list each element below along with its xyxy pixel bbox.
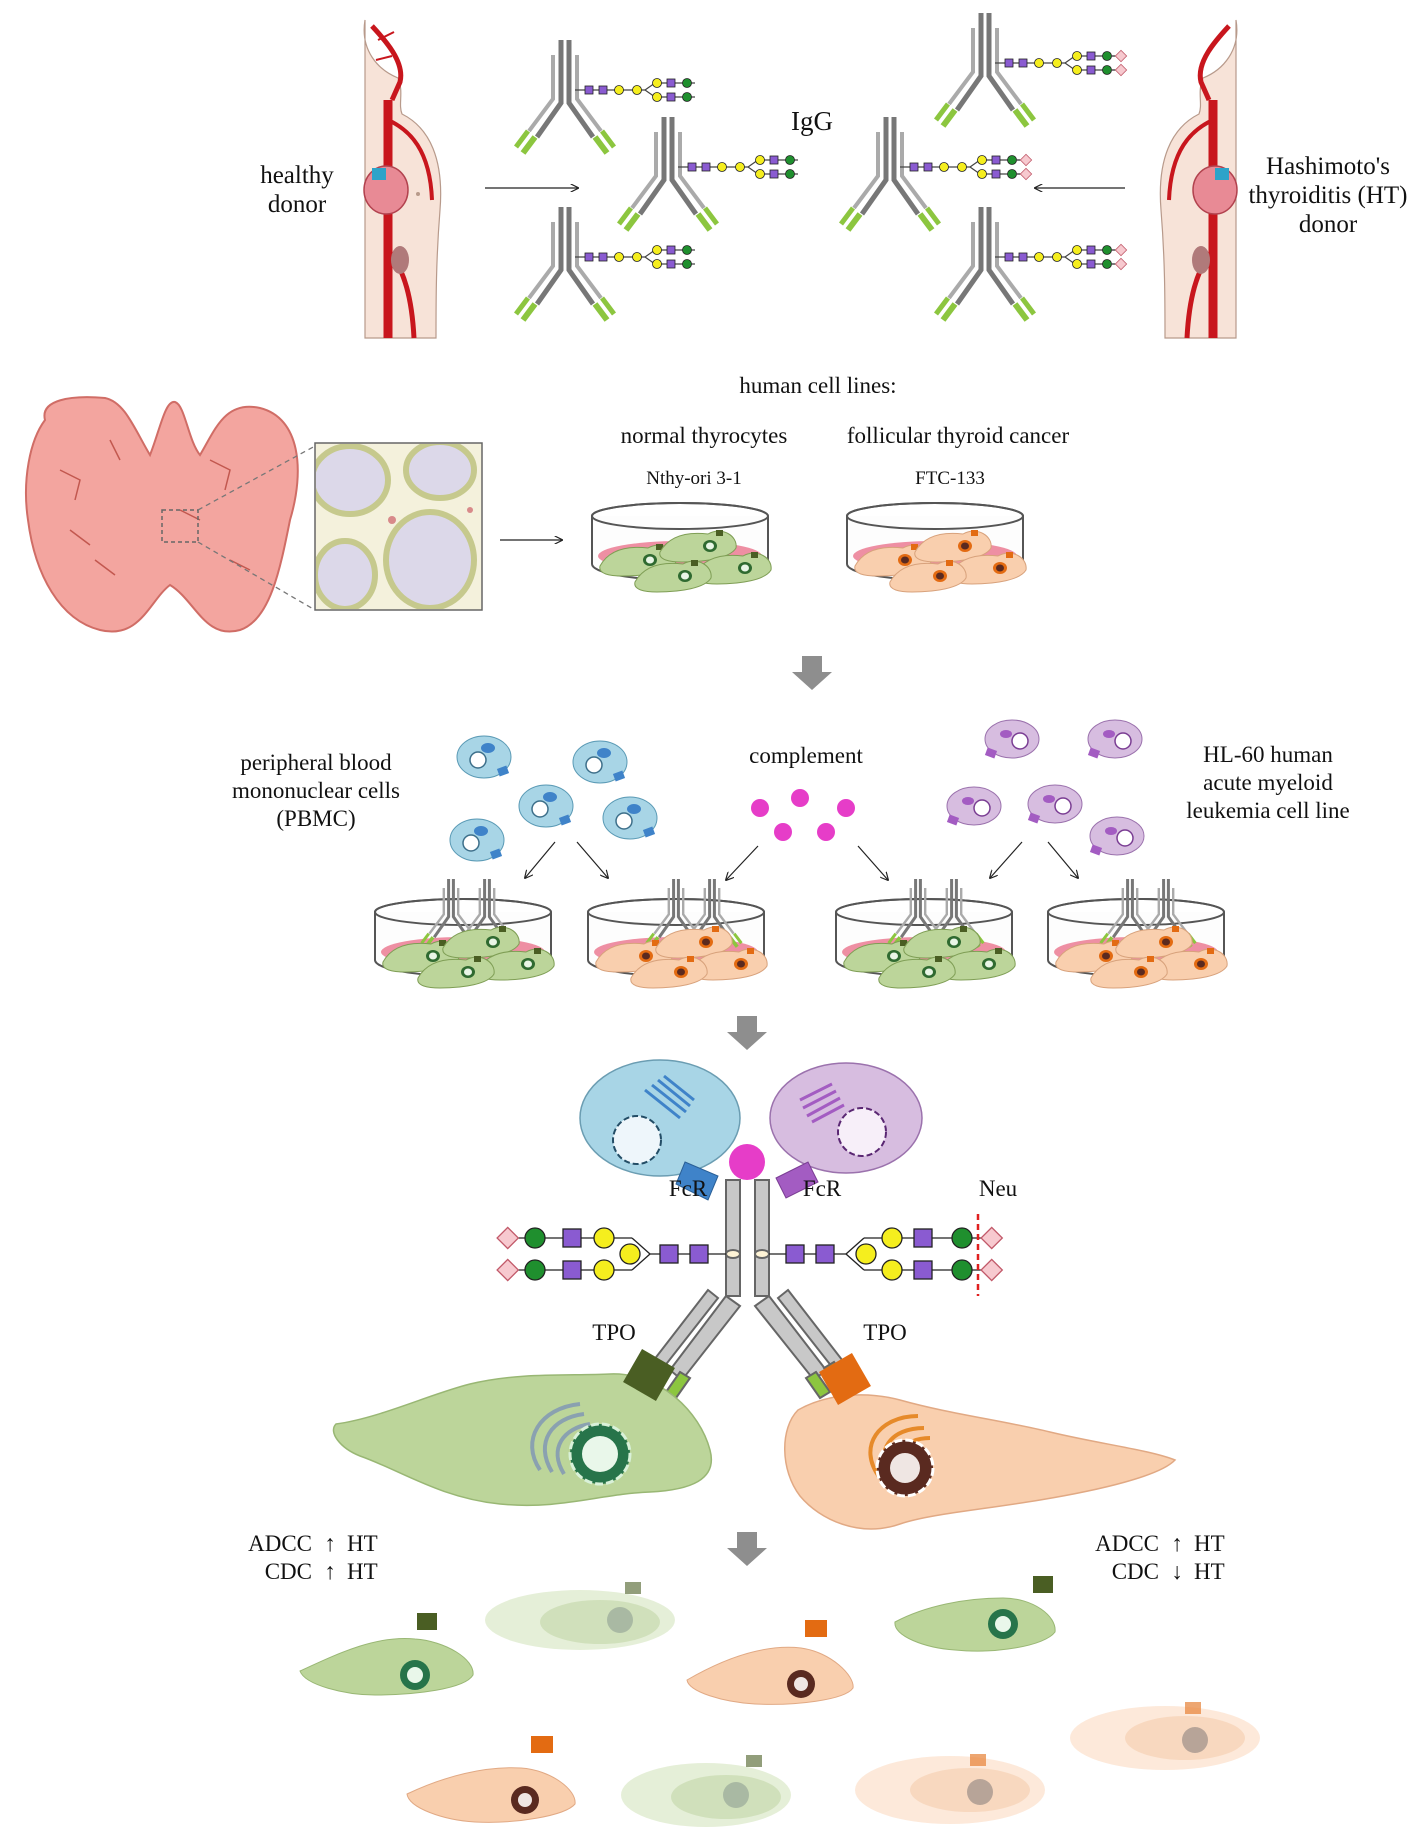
result-right-row-adcc: ADCC ↑ HT [1095, 1531, 1225, 1556]
result-right-cdc-assay: CDC [1112, 1559, 1159, 1584]
healthy-donor-label-line2: donor [268, 191, 327, 218]
normal-thyrocyte-dish [591, 502, 772, 593]
result-left-adcc-assay: ADCC [248, 1531, 312, 1556]
result-left-cdc-arrow: ↑ [324, 1559, 336, 1584]
ht-igg-antibody [936, 207, 1127, 320]
ht-donor-label-line2: thyroiditis (HT) [1248, 182, 1407, 209]
healthy-donor-body-illustration [363, 19, 442, 339]
fcr-label-right: FcR [803, 1176, 842, 1201]
ftc-133-code: FTC-133 [915, 468, 985, 489]
mechanism-section: FcR FcR Neu [332, 1059, 1177, 1530]
hl60-cell [984, 719, 1040, 760]
healthy-igg-antibody [516, 40, 696, 153]
pbmc-label-line2: mononuclear cells [232, 778, 400, 803]
zoom-guide-line [197, 445, 316, 511]
tpo-label-right: TPO [863, 1320, 906, 1345]
pbmc-cell [572, 740, 628, 784]
step-arrow-2 [727, 1016, 767, 1050]
normal-thyrocytes-label: normal thyrocytes [621, 423, 788, 448]
pbmc-normal-dish [374, 877, 555, 989]
thyroid-gland-illustration [25, 396, 299, 633]
hl60-ftc-dish [1047, 877, 1228, 989]
results-section: ADCC ↑ HT CDC ↑ HT ADCC ↑ HT CDC ↓ HT [248, 1531, 1260, 1827]
step-arrow-3 [727, 1532, 767, 1566]
lysed-normal-cell [621, 1755, 791, 1827]
pbmc-cell [518, 784, 574, 828]
normal-thyrocyte-large [332, 1349, 713, 1507]
complement-label: complement [749, 743, 863, 768]
healthy-igg-antibody [516, 207, 696, 320]
igg-label: IgG [791, 106, 833, 136]
ht-igg-antibody [841, 117, 1032, 230]
result-left-cdc-group: HT [347, 1559, 378, 1584]
result-right-row-cdc: CDC ↓ HT [1112, 1559, 1225, 1584]
intact-normal-cell [299, 1613, 474, 1696]
cell-lines-heading: human cell lines: [739, 373, 896, 398]
hl60-label-line2: acute myeloid [1203, 770, 1333, 795]
pbmc-effector-large [579, 1059, 741, 1201]
ht-donor-body-illustration [1159, 19, 1238, 339]
hl60-effector-large [769, 1062, 923, 1199]
lysed-normal-cell [485, 1582, 675, 1650]
result-left-row-adcc: ADCC ↑ HT [248, 1531, 378, 1556]
pbmc-ftc-dish [587, 877, 768, 989]
ftc-cell-large [784, 1353, 1177, 1530]
pbmc-cell [449, 818, 505, 862]
effector-arrows [525, 841, 1078, 880]
healthy-donor-label-line1: healthy [260, 162, 334, 189]
cell-line-section: human cell lines: normal thyrocytes foll… [25, 373, 1070, 633]
lysed-ftc-cell [855, 1754, 1045, 1824]
intact-normal-cell [894, 1576, 1056, 1652]
fcr-label-left: FcR [669, 1176, 708, 1201]
thyroid-follicle-histology-inset [314, 442, 483, 611]
pbmc-cell [456, 735, 512, 779]
result-right-adcc-group: HT [1194, 1531, 1225, 1556]
intact-ftc-cell [406, 1736, 576, 1823]
hl60-label-line3: leukemia cell line [1186, 798, 1349, 823]
healthy-igg-antibody [619, 117, 799, 230]
hl60-cell [1087, 719, 1143, 760]
glycan-right-large [769, 1226, 1004, 1282]
effector-section: peripheral blood mononuclear cells (PBMC… [232, 719, 1350, 989]
result-right-cdc-arrow: ↓ [1171, 1559, 1183, 1584]
result-right-cdc-group: HT [1194, 1559, 1225, 1584]
complement-c1q [729, 1144, 765, 1180]
step-arrow-1 [792, 656, 832, 690]
hl60-normal-dish [835, 877, 1016, 989]
result-left-row-cdc: CDC ↑ HT [265, 1559, 378, 1584]
intact-ftc-cell [686, 1620, 854, 1705]
result-left-adcc-group: HT [347, 1531, 378, 1556]
igg-antibody-large [646, 1179, 850, 1400]
hl60-cell [1027, 784, 1083, 825]
neu-label: Neu [979, 1176, 1018, 1201]
tpo-label-left: TPO [592, 1320, 635, 1345]
hl60-label-line1: HL-60 human [1203, 742, 1333, 767]
hl60-cell [946, 786, 1002, 827]
nthy-ori-code: Nthy-ori 3-1 [646, 468, 742, 489]
complement-proteins [751, 789, 855, 841]
result-left-adcc-arrow: ↑ [324, 1531, 336, 1556]
result-left-cdc-assay: CDC [265, 1559, 312, 1584]
result-right-adcc-assay: ADCC [1095, 1531, 1159, 1556]
ht-donor-label-line3: donor [1299, 211, 1358, 238]
lysed-ftc-cell [1070, 1702, 1260, 1770]
pbmc-label-line1: peripheral blood [240, 750, 392, 775]
ftc-label: follicular thyroid cancer [847, 423, 1070, 448]
ht-donor-label-line1: Hashimoto's [1266, 153, 1390, 180]
ftc-cell-dish [846, 502, 1027, 593]
zoom-guide-line [197, 541, 316, 611]
hl60-cell [1089, 816, 1145, 857]
donor-section: healthy donor IgG Hashimoto's thyroiditi… [260, 13, 1408, 339]
result-right-adcc-arrow: ↑ [1171, 1531, 1183, 1556]
glycan-left-large [496, 1226, 726, 1282]
pbmc-label-line3: (PBMC) [276, 806, 355, 831]
pbmc-cell [602, 796, 658, 840]
ht-igg-antibody [936, 13, 1127, 126]
